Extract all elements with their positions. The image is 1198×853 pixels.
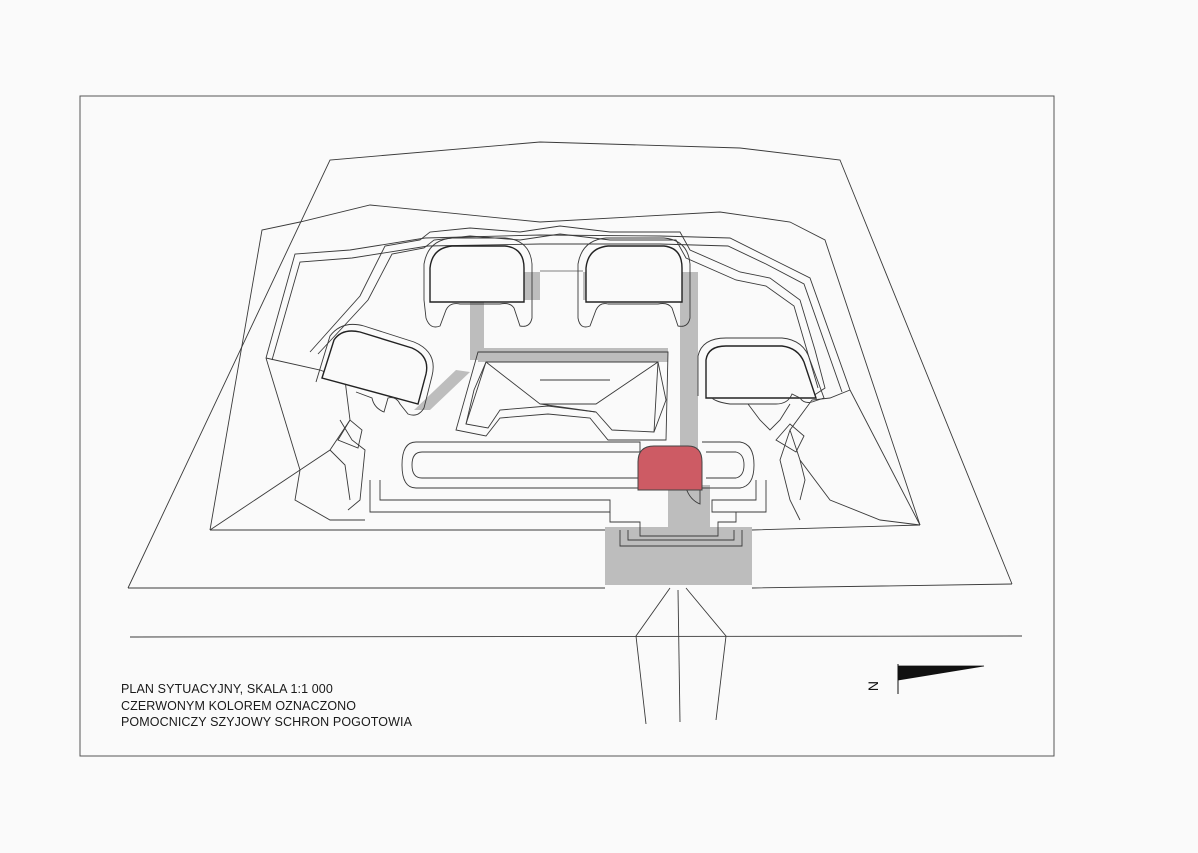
outline-lines bbox=[127, 141, 1013, 589]
plan-caption: PLAN SYTUACYJNY, SKALA 1:1 000 CZERWONYM… bbox=[121, 681, 412, 731]
road-left-edge bbox=[635, 587, 671, 725]
barracks-left-inner bbox=[411, 451, 641, 479]
corridors bbox=[414, 270, 752, 585]
rampart-base bbox=[210, 524, 921, 531]
casemate-right bbox=[705, 345, 817, 399]
gorge-gate bbox=[609, 512, 737, 537]
inner-rampart-2 bbox=[271, 243, 843, 393]
gorge-wall-left bbox=[369, 480, 611, 513]
left-flank-diagonal bbox=[265, 357, 301, 471]
road-line bbox=[129, 635, 1023, 638]
inner-corridor bbox=[478, 348, 668, 362]
traverse-outline bbox=[455, 351, 669, 441]
left-ditch bbox=[339, 419, 366, 511]
traverse-inner bbox=[465, 361, 659, 433]
right-small-bastion bbox=[775, 423, 805, 453]
gorge-barracks bbox=[369, 441, 767, 547]
left-corridor-stub bbox=[470, 300, 484, 360]
inner-rampart bbox=[265, 234, 851, 391]
gorge-wall-right bbox=[711, 480, 767, 513]
entrance-block bbox=[605, 527, 752, 585]
caption-line-2: CZERWONYM KOLOREM OZNACZONO bbox=[121, 698, 357, 713]
right-ditch bbox=[779, 429, 801, 521]
north-arrow-icon bbox=[897, 664, 985, 694]
north-label: N bbox=[865, 680, 882, 692]
entrance-outline bbox=[619, 530, 743, 547]
casemate-right-moat-2 bbox=[747, 403, 791, 431]
left-slope bbox=[209, 469, 301, 531]
central-traverse bbox=[455, 351, 669, 441]
highlighted-shelter bbox=[637, 445, 703, 491]
upper-traverse-2 bbox=[317, 233, 819, 389]
casemate-upper-right bbox=[585, 245, 683, 303]
left-diagonal-corridor bbox=[414, 370, 470, 410]
traverse-edges bbox=[465, 361, 667, 433]
caption-line-1: PLAN SYTUACYJNY, SKALA 1:1 000 bbox=[121, 682, 333, 696]
casemate-right-moat bbox=[697, 337, 825, 405]
casemate-upper-left-moat bbox=[423, 237, 533, 328]
left-small-bastion bbox=[337, 419, 363, 449]
casemate-upper-right-moat bbox=[577, 237, 691, 328]
barracks-right bbox=[702, 441, 755, 489]
barracks-right-inner bbox=[706, 451, 745, 479]
casemate-left bbox=[321, 330, 428, 405]
access-road bbox=[129, 587, 1023, 725]
right-flank bbox=[789, 389, 921, 526]
gorge-line bbox=[128, 583, 1013, 589]
right-ditch-2 bbox=[799, 459, 806, 501]
caption-line-3: POMOCNICZY SZYJOWY SCHRON POGOTOWIA bbox=[121, 715, 413, 729]
entrance-outline-2 bbox=[627, 530, 735, 541]
outer-rampart bbox=[209, 204, 921, 531]
casemate-upper-left bbox=[429, 245, 525, 303]
outer-glacis bbox=[127, 141, 1013, 589]
right-vertical-corridor bbox=[680, 300, 698, 448]
left-ditch-2 bbox=[329, 449, 351, 501]
casemates bbox=[321, 245, 817, 405]
road-right-edge bbox=[685, 587, 727, 721]
upper-traverse bbox=[309, 225, 826, 399]
barracks-left bbox=[401, 441, 641, 489]
casemate-left-moat bbox=[315, 323, 434, 416]
right-flank-diagonal bbox=[849, 389, 921, 526]
road-centerline bbox=[677, 589, 681, 723]
gorge-corridor bbox=[668, 485, 710, 535]
casemate-outlines bbox=[315, 237, 825, 453]
drawing-frame bbox=[79, 95, 1055, 757]
traverse-ridges bbox=[485, 361, 659, 413]
